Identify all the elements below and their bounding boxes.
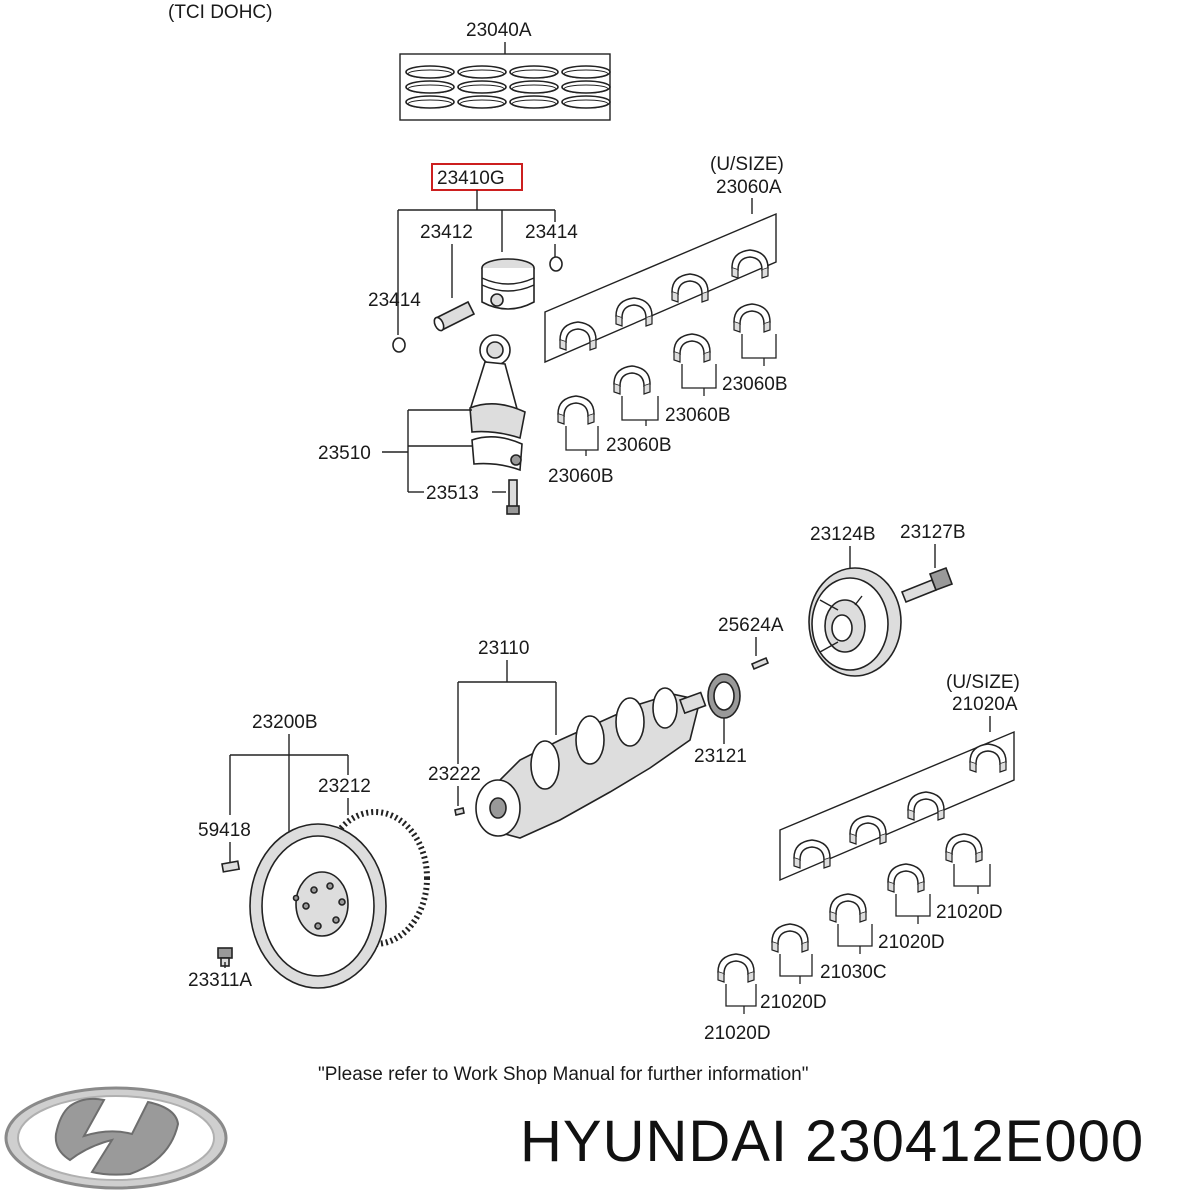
- label-23060B-1: 23060B: [722, 374, 788, 395]
- label-23412: 23412: [420, 222, 473, 243]
- label-23121: 23121: [694, 746, 747, 767]
- leader-line: [837, 924, 873, 954]
- label-23060B-2: 23060B: [665, 405, 731, 426]
- label-usize-conrod: (U/SIZE): [710, 154, 784, 175]
- piston-pin-icon: [433, 300, 476, 332]
- dowel-icon: [221, 860, 241, 873]
- label-21020D-1: 21020D: [936, 902, 1003, 923]
- bearing-shell-icon: [717, 953, 755, 983]
- leader-line: [779, 954, 813, 984]
- label-usize-main: (U/SIZE): [946, 672, 1020, 693]
- label-21020D-4: 21020D: [704, 1023, 771, 1044]
- bearing-shell-icon: [731, 249, 769, 279]
- piston-ring-set[interactable]: 23040A: [399, 20, 611, 121]
- flywheel-icon: [249, 823, 387, 989]
- bearing-shell-icon: [613, 365, 651, 395]
- bearing-shell-icon: [671, 273, 709, 303]
- piston-icon: [481, 258, 535, 310]
- flywheel-assembly[interactable]: 23200B 23212 59418 23: [188, 712, 430, 991]
- crank-sprocket-icon: [707, 673, 741, 719]
- brand-part-number: HYUNDAI 230412E000: [520, 1109, 1145, 1174]
- leader-line: [895, 894, 931, 924]
- conrod-bearing-set[interactable]: (U/SIZE) 23060A 23060B 23060B 23060B 230…: [544, 154, 788, 487]
- damper-pulley-icon: [808, 567, 902, 677]
- label-23060A: 23060A: [716, 177, 782, 198]
- label-23414-right: 23414: [525, 222, 578, 243]
- bearing-shell-icon: [829, 893, 867, 923]
- bearing-shell-icon: [559, 321, 597, 351]
- label-23222: 23222: [428, 764, 481, 785]
- label-23414-left: 23414: [368, 290, 421, 311]
- snap-ring-icon: [549, 256, 563, 272]
- leader-line: [953, 864, 991, 894]
- label-23513: 23513: [426, 483, 479, 504]
- label-23410G: 23410G: [437, 168, 505, 189]
- label-21020A: 21020A: [952, 694, 1018, 715]
- piston-ring-icon: [561, 65, 611, 109]
- piston-ring-icon: [405, 65, 455, 109]
- label-23200B: 23200B: [252, 712, 318, 733]
- bearing-shell-icon: [887, 863, 925, 893]
- bearing-shell-icon: [945, 833, 983, 863]
- label-59418: 59418: [198, 820, 251, 841]
- bearing-shell-icon: [793, 839, 831, 869]
- leader-line: [565, 426, 599, 456]
- label-21020D-2: 21020D: [878, 932, 945, 953]
- bearing-shell-icon: [733, 303, 771, 333]
- piston-ring-icon: [509, 65, 559, 109]
- bearing-shell-icon: [969, 743, 1007, 773]
- bearing-shell-icon: [849, 815, 887, 845]
- piston-ring-icon: [457, 65, 507, 109]
- engine-type-label: (TCI DOHC): [168, 2, 272, 23]
- pin-icon: [454, 807, 465, 816]
- connecting-rod-assembly[interactable]: 23510 23513: [318, 334, 526, 515]
- bearing-shell-icon: [557, 395, 595, 425]
- label-23040A: 23040A: [466, 20, 532, 41]
- leader-line: [741, 334, 777, 366]
- label-23127B: 23127B: [900, 522, 966, 543]
- label-23311A: 23311A: [188, 970, 252, 991]
- bearing-shell-icon: [771, 923, 809, 953]
- label-23110: 23110: [478, 638, 529, 659]
- connecting-rod-icon: [468, 334, 526, 472]
- conrod-bolt-icon: [506, 479, 520, 515]
- leader-line: [621, 396, 659, 426]
- crankshaft-assembly[interactable]: 23110 23222 23121: [428, 638, 747, 839]
- label-21020D-3: 21020D: [760, 992, 827, 1013]
- main-bearing-set[interactable]: (U/SIZE) 21020A 21020D 21020D 21030C 210…: [704, 672, 1020, 1044]
- bearing-shell-icon: [907, 791, 945, 821]
- leader-line: [725, 984, 757, 1014]
- bearing-shell-icon: [615, 297, 653, 327]
- bearing-shell-icon: [673, 333, 711, 363]
- hyundai-logo: [4, 1086, 228, 1190]
- label-23060B-4: 23060B: [548, 466, 614, 487]
- label-23060B-3: 23060B: [606, 435, 672, 456]
- label-23124B: 23124B: [810, 524, 876, 545]
- label-25624A: 25624A: [718, 615, 784, 636]
- snap-ring-icon: [392, 337, 406, 353]
- leader-line: [681, 364, 717, 396]
- key-icon: [750, 656, 770, 671]
- footer-note: "Please refer to Work Shop Manual for fu…: [318, 1064, 808, 1085]
- pulley-bolt-icon: [900, 566, 954, 604]
- label-23510: 23510: [318, 443, 371, 464]
- crankshaft-icon: [475, 687, 707, 839]
- label-21030C: 21030C: [820, 962, 887, 983]
- piston-assembly[interactable]: 23410G 23412 23414 23414: [368, 163, 578, 353]
- label-23212: 23212: [318, 776, 371, 797]
- damper-pulley-assembly[interactable]: 23124B 23127B 25624A: [718, 522, 966, 677]
